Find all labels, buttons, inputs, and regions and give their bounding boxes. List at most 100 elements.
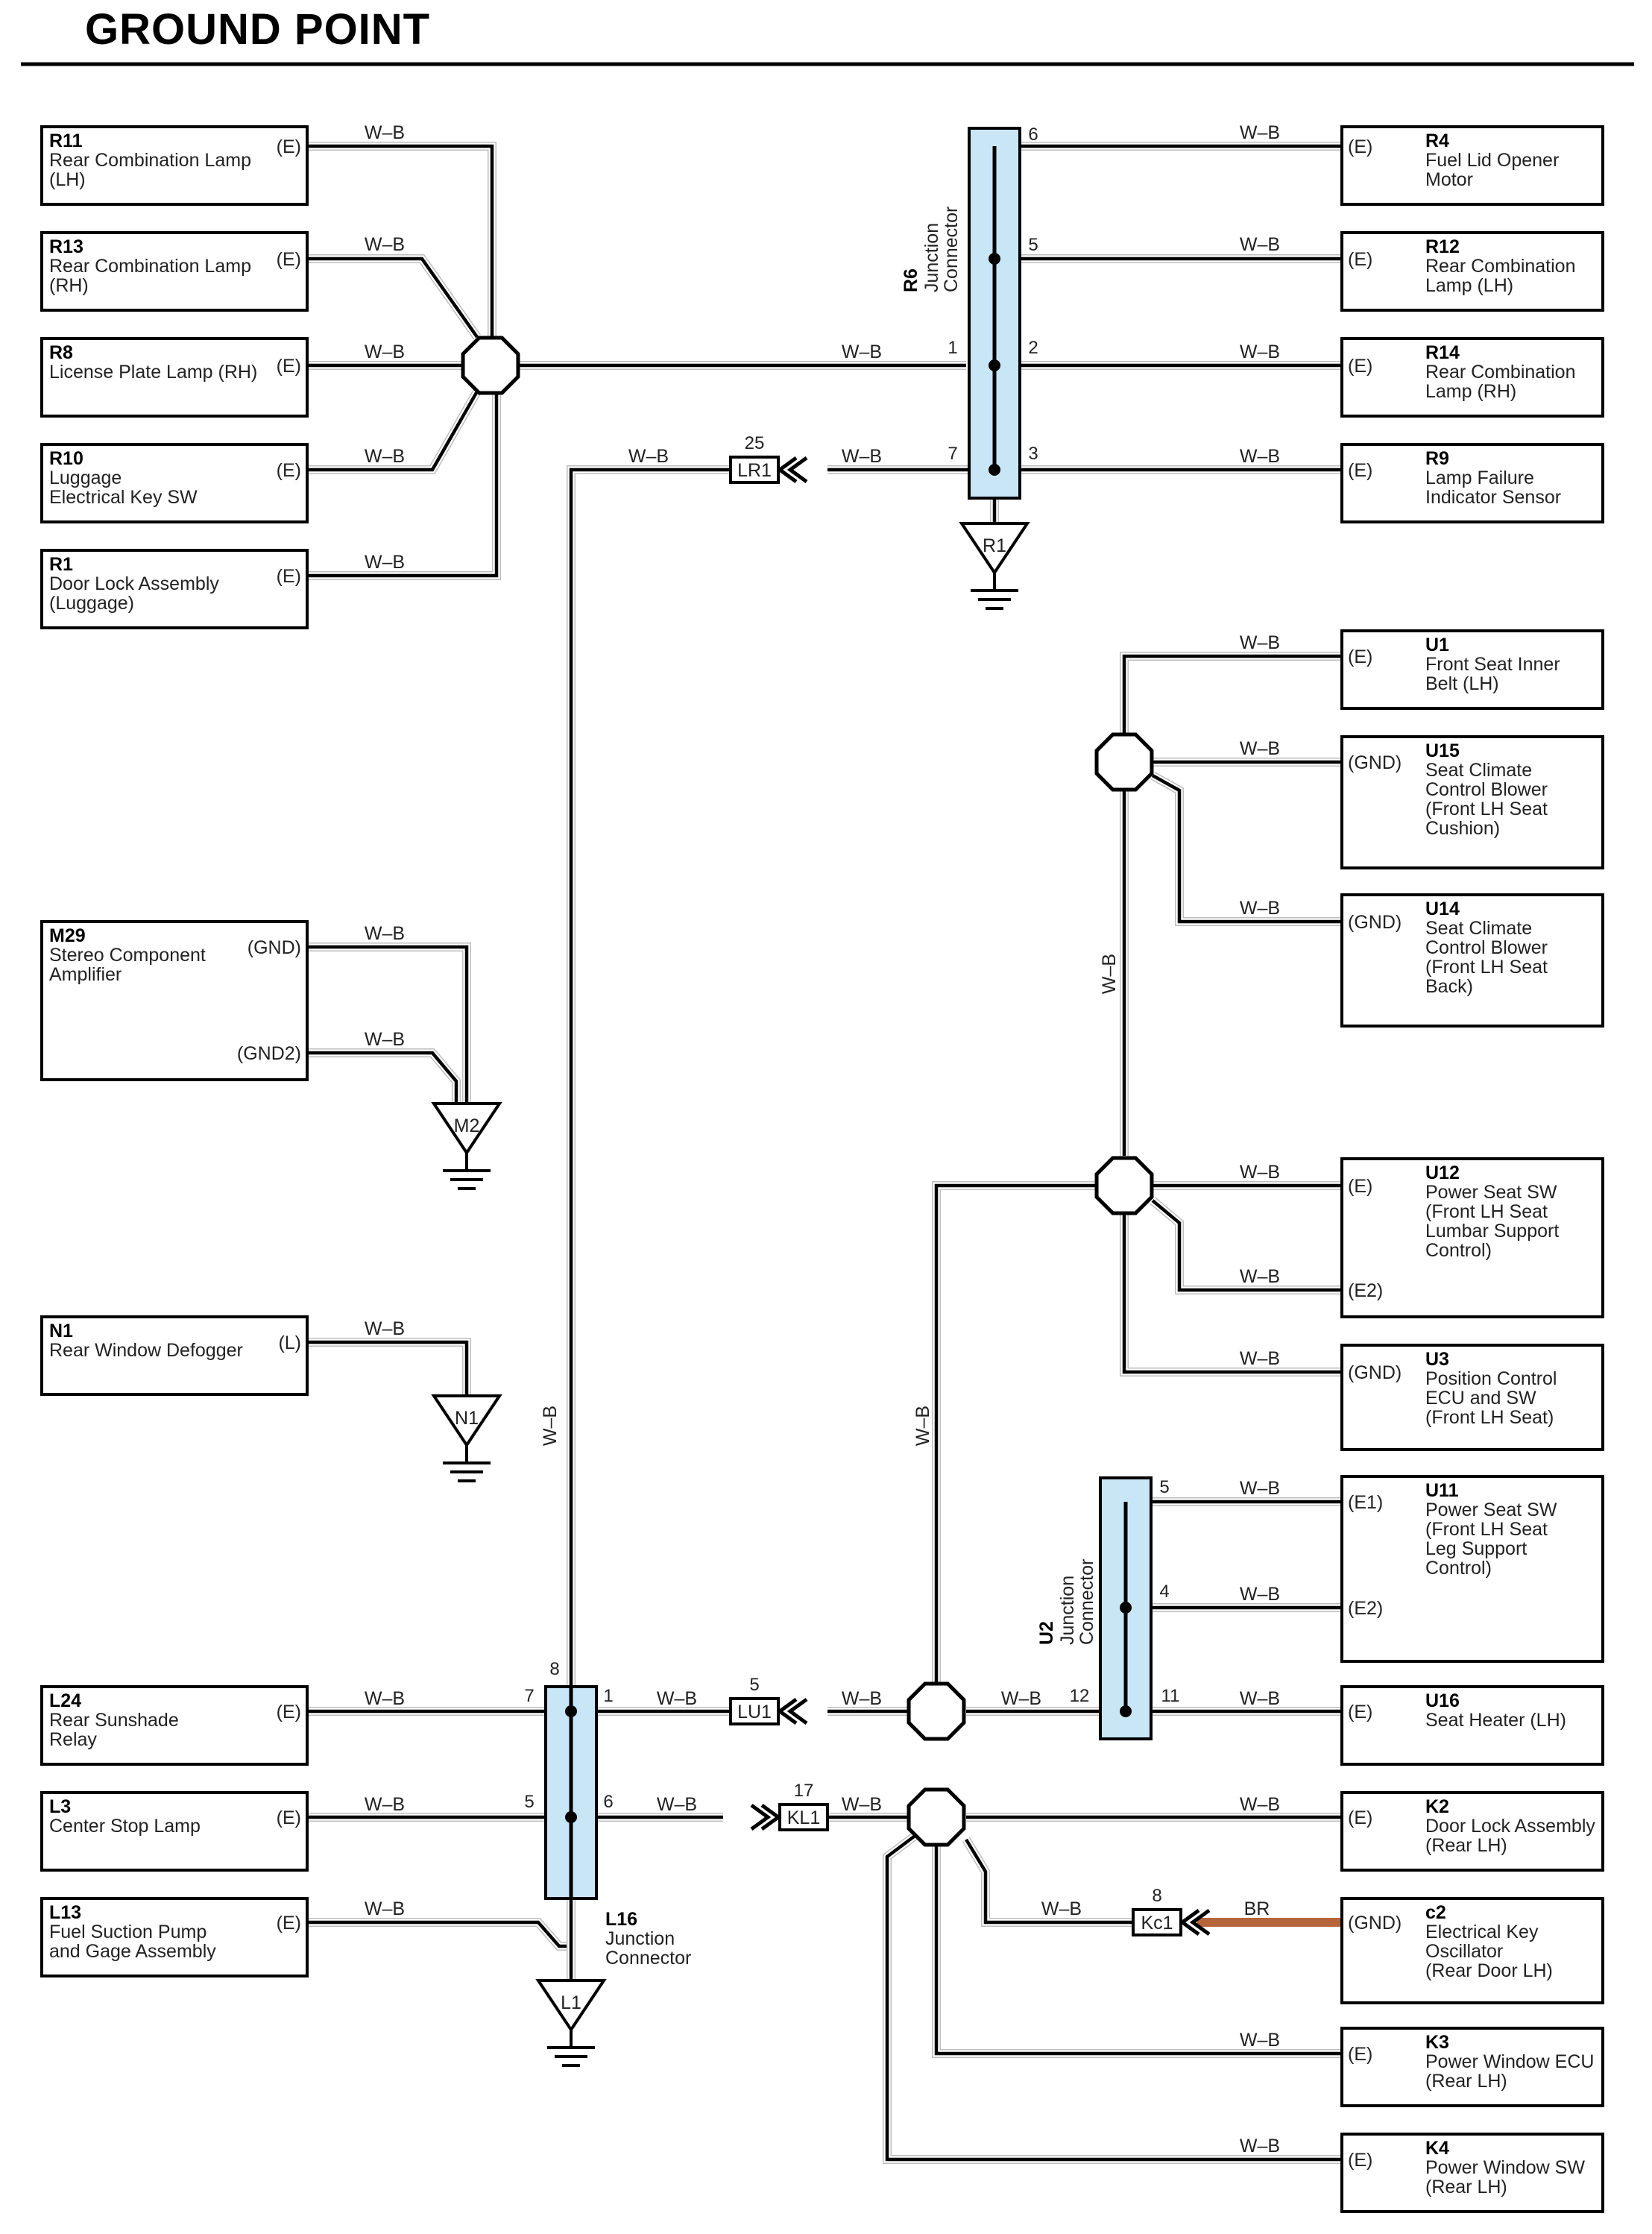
wire-label: W–B: [1240, 446, 1280, 467]
component-box-r8: [40, 337, 309, 418]
connector-arrow: [776, 1697, 798, 1725]
component-box-k3: [1340, 2027, 1604, 2107]
component-desc: Leg Support: [1425, 1538, 1527, 1559]
component-desc: and Gage Assembly: [49, 1941, 216, 1962]
ground-triangle: [959, 522, 1030, 576]
terminal-label: (E): [1348, 1176, 1372, 1197]
wire-label: W–B: [1240, 234, 1280, 255]
wire-label: W–B: [1240, 1794, 1280, 1815]
component-desc: (Front LH Seat): [1425, 1407, 1554, 1428]
wire-m29-gnd-gap: [307, 943, 470, 1104]
wire-u3: [1122, 1214, 1342, 1374]
component-code: L24: [49, 1690, 81, 1711]
wire-label: W–B: [1001, 1688, 1041, 1709]
component-desc: Rear Combination: [1425, 256, 1576, 277]
terminal-label: (E): [277, 1913, 301, 1933]
wire-l13: [307, 1920, 571, 1948]
wire-label: W–B: [365, 446, 405, 467]
component-box-u12: [1340, 1157, 1604, 1318]
pin-number: 11: [1161, 1686, 1180, 1706]
pin-number: 1: [603, 1686, 613, 1706]
component-desc: Fuel Suction Pump: [49, 1922, 206, 1942]
wire-k4: [885, 1833, 1342, 2162]
splice-u-upper: [1094, 732, 1154, 792]
component-box-u11: [1340, 1475, 1604, 1663]
pin-number: 1: [948, 338, 957, 358]
component-code: K4: [1425, 2138, 1449, 2159]
wire-kc1: [965, 1838, 1154, 1925]
pin-number: 6: [1028, 125, 1038, 145]
junction-desc: Connector: [605, 1948, 691, 1969]
component-code: U3: [1425, 1349, 1449, 1370]
terminal-label: (E2): [1348, 1598, 1383, 1619]
wire-label: W–B: [657, 1688, 697, 1709]
component-desc: Amplifier: [49, 964, 122, 985]
terminal-label: (GND): [1348, 1362, 1402, 1383]
terminal-label: (E): [1348, 2150, 1372, 2171]
component-desc: Back): [1425, 976, 1473, 997]
junction-desc: Junction: [1057, 1576, 1078, 1645]
wire-label: W–B: [1240, 342, 1280, 362]
ground-triangle: [535, 1979, 607, 2033]
wire-label: W–B: [842, 446, 882, 467]
component-box-u15: [1340, 735, 1604, 869]
wire-label: W–B: [1240, 898, 1280, 919]
wire-label: W–B: [1240, 738, 1280, 759]
wire-r1-gap: [307, 389, 500, 579]
terminal-label: (E): [277, 356, 301, 377]
component-desc: Luggage: [49, 468, 122, 488]
wire-n1: [307, 1340, 469, 1396]
component-desc: (Front LH Seat: [1425, 799, 1548, 819]
component-desc: Electrical Key SW: [49, 487, 198, 508]
wire-label: W–B: [365, 552, 405, 573]
component-desc: Seat Climate: [1425, 760, 1532, 781]
connector-label: LU1: [737, 1702, 772, 1722]
component-desc: (Rear LH): [1425, 2071, 1507, 2092]
connector-label: LR1: [737, 460, 772, 481]
terminal-label: (E): [277, 1702, 301, 1722]
wire-m29-gnd: [307, 945, 469, 1104]
wire-r1-outline: [307, 389, 501, 580]
wire-label: W–B: [365, 1898, 405, 1919]
wire-r13-gap: [307, 255, 480, 339]
junction-code: R6: [901, 268, 921, 292]
component-box-r14: [1340, 337, 1604, 418]
component-code: N1: [49, 1321, 73, 1341]
terminal-label: (E): [1348, 356, 1372, 377]
wire-label: W–B: [1240, 1584, 1280, 1605]
component-box-l3: [40, 1791, 309, 1872]
connector-pin: 5: [749, 1675, 759, 1695]
component-code: U15: [1425, 740, 1460, 761]
wire-lr1: [569, 468, 775, 1687]
wire-label: W–B: [365, 234, 405, 255]
pin-number: 5: [1028, 235, 1038, 255]
component-box-r11: [40, 125, 309, 206]
component-desc: Rear Window Defogger: [49, 1340, 243, 1361]
wire-m29-gnd2: [307, 1051, 458, 1104]
wire-u14: [1151, 774, 1342, 924]
component-desc: (Front LH Seat: [1425, 1201, 1548, 1222]
connector-arrow: [786, 1697, 808, 1725]
component-desc: Electrical Key: [1425, 1922, 1539, 1942]
component-code: L3: [49, 1796, 71, 1817]
component-box-r13: [40, 231, 309, 312]
wire-label: W–B: [1240, 1478, 1280, 1499]
junction-code: U2: [1036, 1621, 1057, 1645]
component-code: L13: [49, 1902, 81, 1923]
splice-r-cluster: [461, 336, 520, 395]
wire-u12-e2: [1151, 1199, 1342, 1292]
junction-dot: [989, 464, 1000, 476]
component-desc: Rear Combination Lamp: [49, 256, 251, 277]
terminal-label: (E): [1348, 136, 1372, 157]
